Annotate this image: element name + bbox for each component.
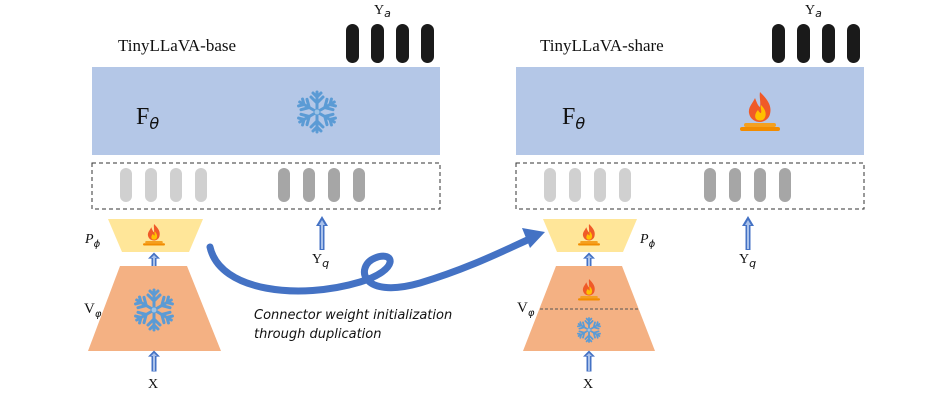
left-output-label: Ya bbox=[374, 3, 391, 20]
right-token-row bbox=[515, 162, 865, 210]
arrow-up-icon bbox=[583, 350, 595, 372]
output-token bbox=[346, 24, 359, 63]
right-image-input-label: X bbox=[583, 377, 593, 392]
text-token bbox=[754, 168, 766, 202]
arrow-up-icon bbox=[316, 216, 328, 250]
right-llm-label: Fθ bbox=[562, 104, 585, 133]
visual-token bbox=[569, 168, 581, 202]
visual-token bbox=[120, 168, 132, 202]
left-llm-block bbox=[92, 67, 440, 155]
left-vision-label: Vφ bbox=[84, 301, 102, 320]
right-connector-label: Pϕ bbox=[639, 232, 656, 250]
text-token bbox=[779, 168, 791, 202]
left-text-tokens bbox=[278, 168, 365, 202]
right-text-tokens bbox=[704, 168, 791, 202]
left-token-row bbox=[91, 162, 441, 210]
left-llm-label: Fθ bbox=[136, 104, 159, 133]
right-output-tokens bbox=[772, 24, 860, 63]
output-token bbox=[822, 24, 835, 63]
visual-token bbox=[544, 168, 556, 202]
visual-token bbox=[195, 168, 207, 202]
text-token bbox=[328, 168, 340, 202]
left-visual-tokens bbox=[120, 168, 207, 202]
visual-token bbox=[170, 168, 182, 202]
text-token bbox=[303, 168, 315, 202]
text-token bbox=[278, 168, 290, 202]
transfer-arrow bbox=[206, 228, 545, 295]
right-llm-block bbox=[516, 67, 864, 155]
right-title: TinyLLaVA-share bbox=[540, 36, 664, 55]
left-connector-label: Pϕ bbox=[84, 232, 101, 250]
visual-token bbox=[145, 168, 157, 202]
left-output-tokens bbox=[346, 24, 434, 63]
output-token bbox=[847, 24, 860, 63]
right-output-label: Ya bbox=[805, 3, 822, 20]
right-panel: TinyLLaVA-share Ya Fθ bbox=[515, 3, 865, 392]
visual-token bbox=[594, 168, 606, 202]
output-token bbox=[421, 24, 434, 63]
left-image-input-label: X bbox=[148, 377, 158, 392]
text-token bbox=[704, 168, 716, 202]
output-token bbox=[772, 24, 785, 63]
output-token bbox=[797, 24, 810, 63]
left-title: TinyLLaVA-base bbox=[118, 36, 236, 55]
text-token bbox=[353, 168, 365, 202]
visual-token bbox=[619, 168, 631, 202]
arrow-up-icon bbox=[148, 350, 160, 372]
output-token bbox=[371, 24, 384, 63]
right-vision-block bbox=[523, 266, 655, 351]
right-visual-tokens bbox=[544, 168, 631, 202]
right-vision-label: Vφ bbox=[517, 300, 535, 319]
left-text-input-label: Yq bbox=[312, 252, 329, 270]
transfer-caption-line2: through duplication bbox=[254, 327, 381, 342]
left-panel: TinyLLaVA-base Ya Fθ bbox=[84, 3, 441, 392]
right-text-input-label: Yq bbox=[739, 252, 756, 270]
text-token bbox=[729, 168, 741, 202]
arrow-up-icon bbox=[742, 216, 754, 250]
output-token bbox=[396, 24, 409, 63]
transfer-caption-line1: Connector weight initialization bbox=[254, 308, 452, 323]
